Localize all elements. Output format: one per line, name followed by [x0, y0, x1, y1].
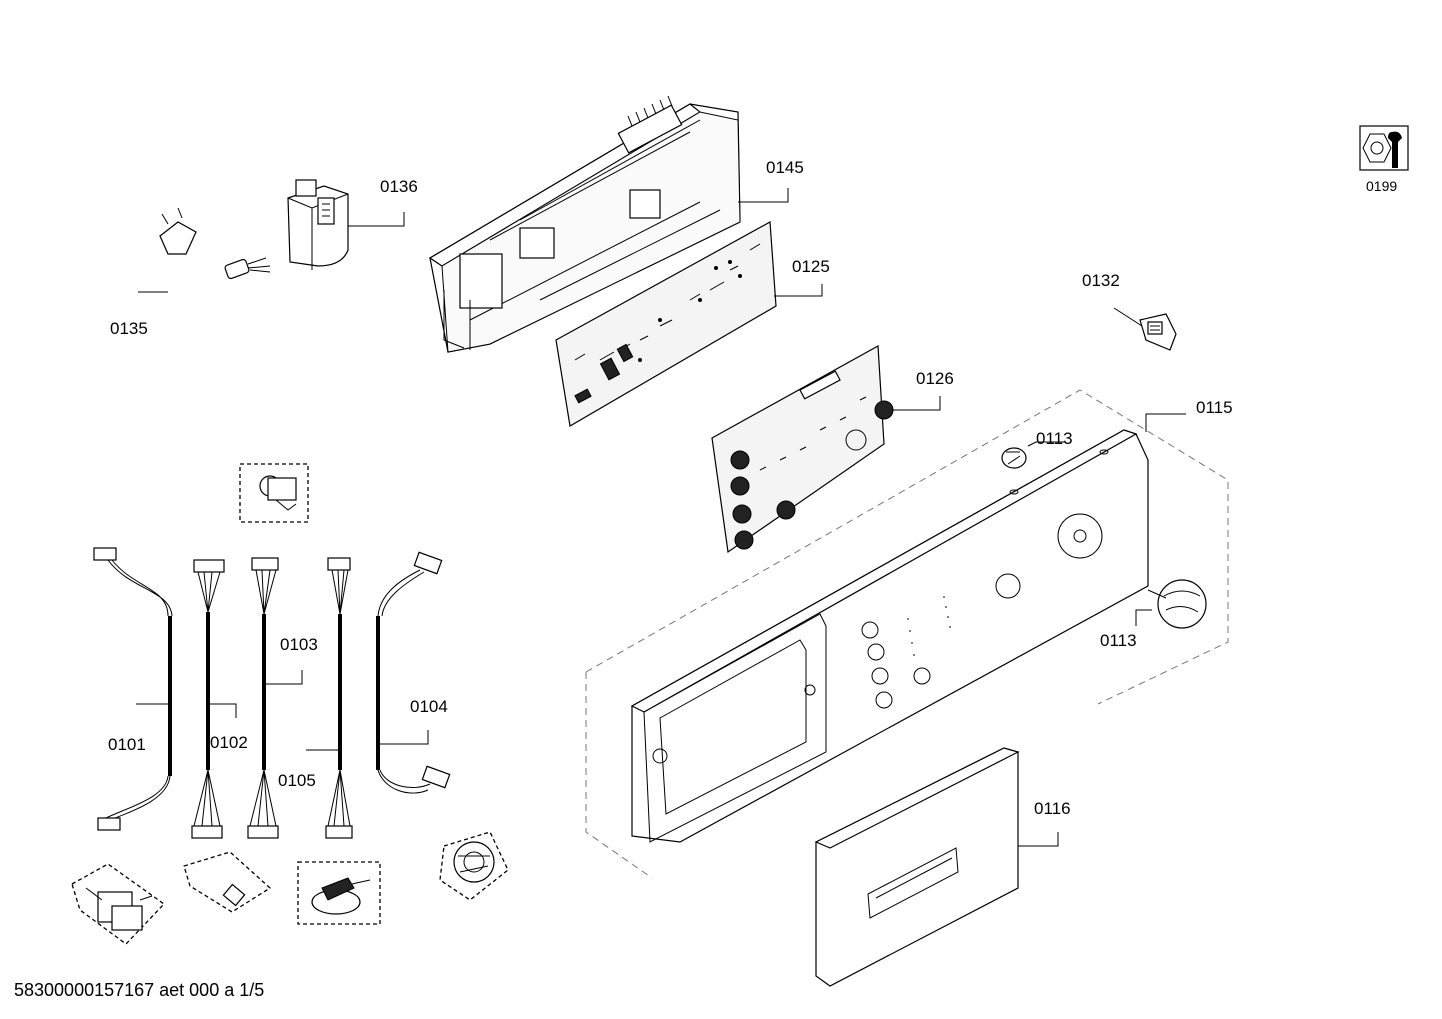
pressure-switch-part[interactable] [239, 463, 309, 523]
document-footer: 58300000157167 aet 000 a 1/5 [14, 980, 265, 1000]
drawer-handle-part[interactable] [814, 747, 1020, 987]
label-0102: 0102 [210, 733, 248, 752]
clip-part[interactable] [1139, 313, 1177, 351]
main-pcb-part[interactable] [555, 221, 777, 427]
pump-part[interactable] [439, 831, 509, 901]
label-0132: 0132 [1082, 271, 1120, 290]
interference-filter-part[interactable] [287, 179, 349, 270]
wire-harness-0105[interactable] [325, 557, 353, 839]
label-0136: 0136 [380, 177, 418, 196]
power-cord-part[interactable] [159, 207, 271, 375]
wire-harness-0103[interactable] [247, 557, 279, 839]
wire-harness-0101[interactable] [93, 547, 173, 831]
label-0145: 0145 [766, 158, 804, 177]
sensor-part[interactable] [183, 851, 272, 913]
label-0103: 0103 [280, 635, 318, 654]
label-0113-top: 0113 [1036, 429, 1073, 448]
label-0126: 0126 [916, 369, 954, 388]
label-0104: 0104 [410, 697, 448, 716]
rotary-switch-part[interactable] [297, 861, 381, 925]
label-0113-bottom: 0113 [1100, 631, 1137, 650]
label-0115: 0115 [1196, 398, 1233, 417]
label-0125: 0125 [792, 257, 830, 276]
tool-icon[interactable] [1359, 125, 1409, 171]
display-pcb-part[interactable] [711, 345, 894, 554]
valve-part[interactable] [71, 863, 165, 945]
control-housing-part[interactable] [428, 95, 741, 353]
wire-harness-0104[interactable] [376, 551, 451, 794]
label-0101: 0101 [108, 735, 146, 754]
label-0116: 0116 [1034, 799, 1071, 818]
label-0199: 0199 [1366, 178, 1397, 194]
label-0105: 0105 [278, 771, 316, 790]
knob-cap-part[interactable] [1001, 447, 1027, 469]
selector-knob-part[interactable] [1147, 579, 1207, 629]
wire-harness-0102[interactable] [191, 559, 225, 839]
label-0135: 0135 [110, 319, 148, 338]
control-panel-part[interactable] [630, 429, 1149, 843]
